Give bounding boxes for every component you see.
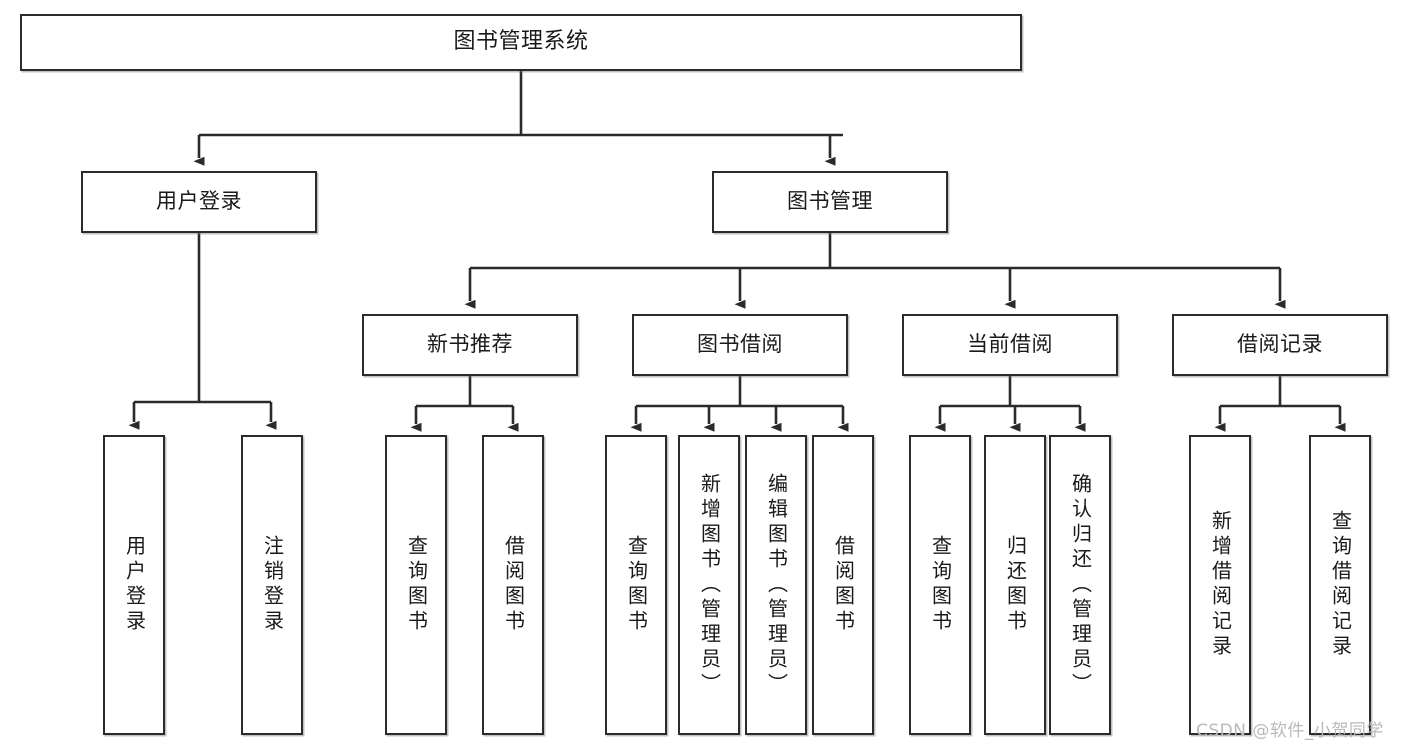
node-current-borrow-label: 当前借阅 — [967, 332, 1053, 357]
node-leaf-borrow-book-label: 借阅图书 — [831, 535, 856, 635]
node-book-manage[interactable]: 图书管理 — [712, 171, 948, 233]
node-leaf-query-book-borrow-label: 查询图书 — [624, 535, 649, 635]
node-leaf-add-record[interactable]: 新增借阅记录 — [1189, 435, 1251, 735]
node-book-manage-label: 图书管理 — [787, 189, 873, 214]
node-book-borrow-label: 图书借阅 — [697, 332, 783, 357]
node-new-book-rec-label: 新书推荐 — [427, 332, 513, 357]
node-root[interactable]: 图书管理系统 — [20, 14, 1022, 71]
node-leaf-query-book-rec[interactable]: 查询图书 — [385, 435, 447, 735]
node-leaf-confirm-return[interactable]: 确认归还（管理员） — [1049, 435, 1111, 735]
node-leaf-confirm-return-label: 确认归还（管理员） — [1068, 472, 1093, 698]
node-leaf-user-login-label: 用户登录 — [122, 535, 147, 635]
node-leaf-user-login[interactable]: 用户登录 — [103, 435, 165, 735]
node-leaf-logout-label: 注销登录 — [260, 535, 285, 635]
node-leaf-query-book-rec-label: 查询图书 — [404, 535, 429, 635]
node-leaf-query-book-current[interactable]: 查询图书 — [909, 435, 971, 735]
node-leaf-query-record[interactable]: 查询借阅记录 — [1309, 435, 1371, 735]
node-leaf-add-book-label: 新增图书（管理员） — [697, 472, 722, 698]
node-user-login[interactable]: 用户登录 — [81, 171, 317, 233]
node-leaf-borrow-book-rec-label: 借阅图书 — [501, 535, 526, 635]
node-leaf-borrow-book[interactable]: 借阅图书 — [812, 435, 874, 735]
node-leaf-add-book[interactable]: 新增图书（管理员） — [678, 435, 740, 735]
node-leaf-query-record-label: 查询借阅记录 — [1328, 510, 1353, 660]
node-borrow-record[interactable]: 借阅记录 — [1172, 314, 1388, 376]
node-leaf-edit-book-label: 编辑图书（管理员） — [764, 472, 789, 698]
node-leaf-borrow-book-rec[interactable]: 借阅图书 — [482, 435, 544, 735]
node-leaf-edit-book[interactable]: 编辑图书（管理员） — [745, 435, 807, 735]
node-book-borrow[interactable]: 图书借阅 — [632, 314, 848, 376]
node-leaf-logout[interactable]: 注销登录 — [241, 435, 303, 735]
node-new-book-rec[interactable]: 新书推荐 — [362, 314, 578, 376]
node-leaf-query-book-borrow[interactable]: 查询图书 — [605, 435, 667, 735]
node-user-login-label: 用户登录 — [156, 189, 242, 214]
node-leaf-query-book-current-label: 查询图书 — [928, 535, 953, 635]
node-leaf-add-record-label: 新增借阅记录 — [1208, 510, 1233, 660]
node-root-label: 图书管理系统 — [453, 29, 589, 55]
node-borrow-record-label: 借阅记录 — [1237, 332, 1323, 357]
node-leaf-return-book[interactable]: 归还图书 — [984, 435, 1046, 735]
node-current-borrow[interactable]: 当前借阅 — [902, 314, 1118, 376]
node-leaf-return-book-label: 归还图书 — [1003, 535, 1028, 635]
